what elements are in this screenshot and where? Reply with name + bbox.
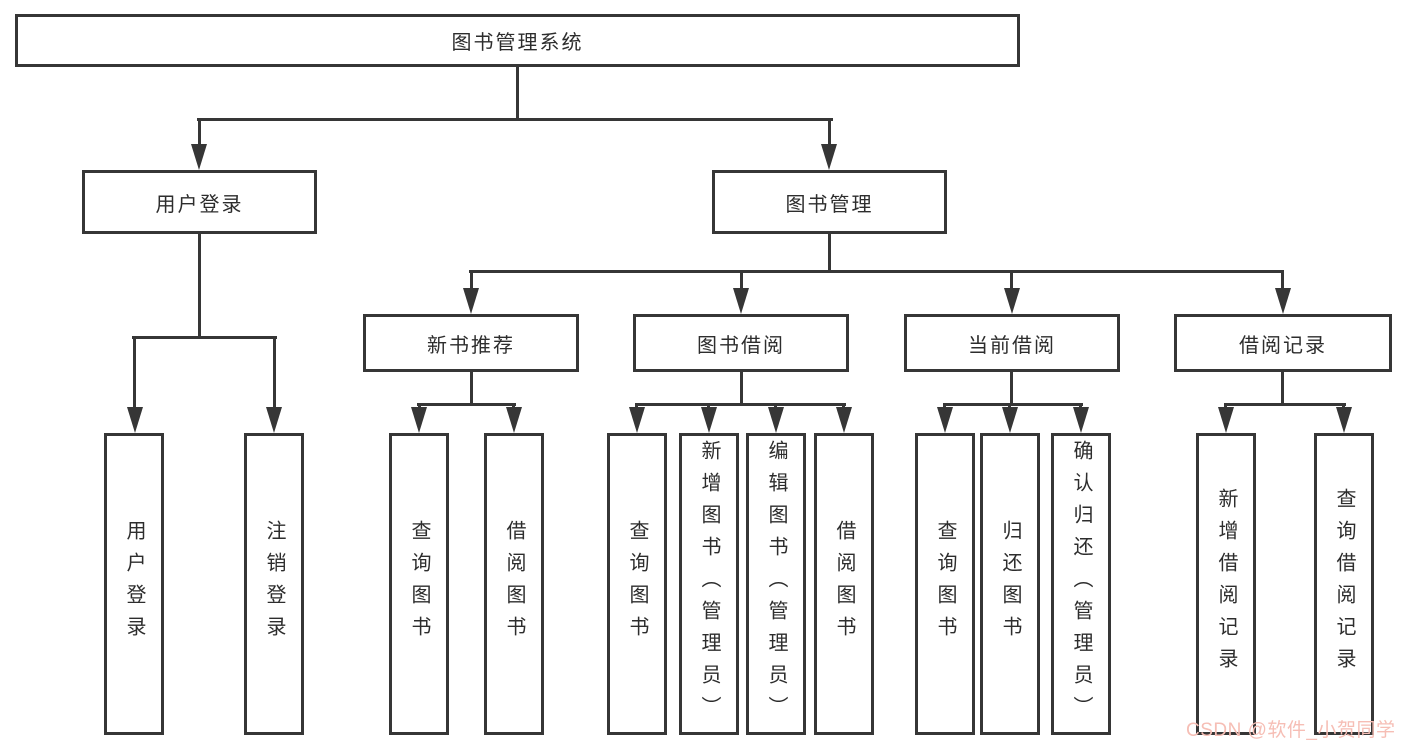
arrowhead-bor-child1: [629, 407, 645, 433]
connector-l2-hline: [197, 118, 833, 121]
arrowhead-rec-child2: [506, 407, 522, 433]
leaf-label: 用户登录: [123, 520, 145, 648]
leaf-label: 查询图书: [934, 520, 956, 648]
connector-user-child2-stem: [273, 336, 276, 409]
leaf-label: 注销登录: [263, 520, 285, 648]
arrowhead-rcd-child1: [1218, 407, 1234, 433]
arrowhead-group2: [733, 288, 749, 314]
node-new-book-recommend: 新书推荐: [363, 314, 579, 372]
connector-user-child1-stem: [133, 336, 136, 409]
leaf-label: 借阅图书: [833, 520, 855, 648]
leaf-label: 编辑图书（管理员）: [765, 440, 787, 728]
watermark: CSDN @软件_小贺同学: [1186, 720, 1396, 741]
node-leaf-query-books-rec: 查询图书: [389, 433, 449, 735]
arrowhead-cur-child3: [1073, 407, 1089, 433]
leaf-label: 查询图书: [408, 520, 430, 648]
connector-group1-stem: [470, 270, 473, 290]
arrowhead-rcd-child2: [1336, 407, 1352, 433]
node-leaf-confirm-return-admin: 确认归还（管理员）: [1051, 433, 1111, 735]
connector-rec-stub: [470, 370, 473, 405]
arrowhead-group4: [1275, 288, 1291, 314]
node-leaf-edit-books-admin: 编辑图书（管理员）: [746, 433, 806, 735]
connector-rcd-stub: [1281, 370, 1284, 405]
arrowhead-cur-child1: [937, 407, 953, 433]
arrowhead-rec-child1: [411, 407, 427, 433]
node-current-borrow: 当前借阅: [904, 314, 1120, 372]
arrowhead-bor-child2: [701, 407, 717, 433]
connector-cur-stub: [1010, 370, 1013, 405]
leaf-label: 新增图书（管理员）: [698, 440, 720, 728]
node-leaf-user-login: 用户登录: [104, 433, 164, 735]
leaf-label: 查询图书: [626, 520, 648, 648]
node-leaf-borrow-books-rec: 借阅图书: [484, 433, 544, 735]
arrowhead-group3: [1004, 288, 1020, 314]
node-root: 图书管理系统: [15, 14, 1020, 67]
leaf-label: 借阅图书: [503, 520, 525, 648]
node-book-borrow: 图书借阅: [633, 314, 849, 372]
connector-user-split-stub: [198, 234, 201, 339]
arrowhead-group1: [463, 288, 479, 314]
connector-rec-hline: [417, 403, 516, 406]
arrowhead-bor-child3: [768, 407, 784, 433]
node-leaf-logout: 注销登录: [244, 433, 304, 735]
arrowhead-book-mgmt: [821, 144, 837, 170]
arrowhead-user-child1: [127, 407, 143, 433]
node-leaf-query-books-cur: 查询图书: [915, 433, 975, 735]
arrowhead-bor-child4: [836, 407, 852, 433]
connector-user-split-hline: [132, 336, 277, 339]
node-book-management: 图书管理: [712, 170, 947, 234]
leaf-label: 归还图书: [999, 520, 1021, 648]
node-leaf-return-books: 归还图书: [980, 433, 1040, 735]
connector-bor-hline: [635, 403, 846, 406]
node-borrow-records: 借阅记录: [1174, 314, 1392, 372]
leaf-label: 新增借阅记录: [1215, 488, 1237, 680]
arrowhead-cur-child2: [1002, 407, 1018, 433]
leaf-label: 查询借阅记录: [1333, 488, 1355, 680]
node-leaf-add-books-admin: 新增图书（管理员）: [679, 433, 739, 735]
connector-user-login-stem: [198, 118, 201, 146]
connector-mgmt-stub: [828, 234, 831, 272]
node-leaf-add-borrow-record: 新增借阅记录: [1196, 433, 1256, 735]
connector-bor-stub: [740, 370, 743, 405]
arrowhead-user-child2: [266, 407, 282, 433]
connector-group3-stem: [1010, 270, 1013, 290]
connector-group2-stem: [740, 270, 743, 290]
connector-group4-stem: [1281, 270, 1284, 290]
leaf-label: 确认归还（管理员）: [1070, 440, 1092, 728]
connector-mgmt-hline: [469, 270, 1283, 273]
node-leaf-borrow-books-bor: 借阅图书: [814, 433, 874, 735]
connector-rcd-hline: [1224, 403, 1346, 406]
node-leaf-query-borrow-record: 查询借阅记录: [1314, 433, 1374, 735]
connector-book-mgmt-stem: [828, 118, 831, 146]
connector-cur-hline: [943, 403, 1083, 406]
connector-root-stub: [516, 67, 519, 121]
node-leaf-query-books-bor: 查询图书: [607, 433, 667, 735]
node-user-login: 用户登录: [82, 170, 317, 234]
arrowhead-user-login: [191, 144, 207, 170]
